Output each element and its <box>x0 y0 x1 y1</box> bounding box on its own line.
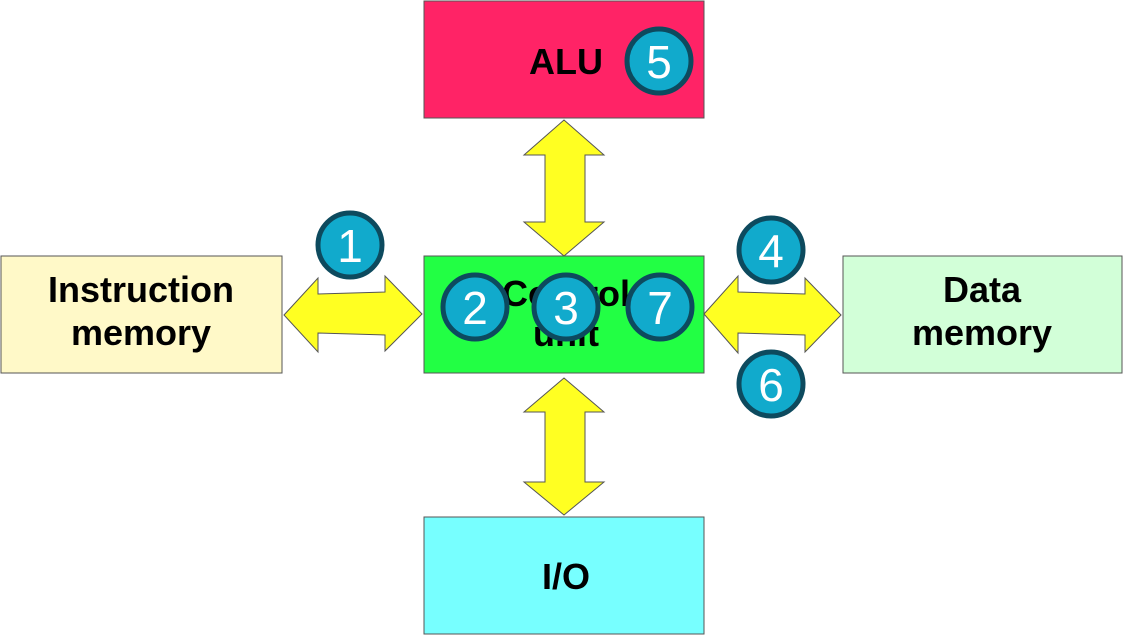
step-badge-2: 2 <box>440 272 510 342</box>
arrow-control-io <box>522 377 606 516</box>
svg-text:7: 7 <box>647 282 673 334</box>
step-badge-7: 7 <box>625 272 695 342</box>
io-block: I/O <box>423 516 705 635</box>
svg-text:1: 1 <box>337 220 363 272</box>
step-badge-3: 3 <box>531 272 601 342</box>
instruction-memory-block: Instruction memory <box>0 255 283 374</box>
step-badge-6: 6 <box>736 349 806 419</box>
data-memory-label-line2: memory <box>912 312 1052 353</box>
svg-text:3: 3 <box>553 282 579 334</box>
svg-text:5: 5 <box>646 36 672 88</box>
svg-text:6: 6 <box>758 359 784 411</box>
alu-label: ALU <box>529 41 603 82</box>
instruction-memory-box <box>0 255 283 374</box>
data-memory-label-line1: Data <box>943 269 1022 310</box>
svg-text:4: 4 <box>758 225 784 277</box>
arrow-instruction-control <box>283 274 423 354</box>
step-badge-4: 4 <box>736 215 806 285</box>
io-label: I/O <box>542 556 590 597</box>
instruction-memory-label-line1: Instruction <box>48 269 234 310</box>
io-box <box>423 516 705 635</box>
arrow-alu-control <box>522 119 606 257</box>
instruction-memory-label-line2: memory <box>71 312 211 353</box>
arrow-control-data <box>703 274 842 355</box>
step-badge-5: 5 <box>624 26 694 96</box>
data-memory-block: Data memory <box>842 255 1123 374</box>
data-memory-box <box>842 255 1123 374</box>
step-badge-1: 1 <box>315 210 385 280</box>
svg-text:2: 2 <box>462 282 488 334</box>
